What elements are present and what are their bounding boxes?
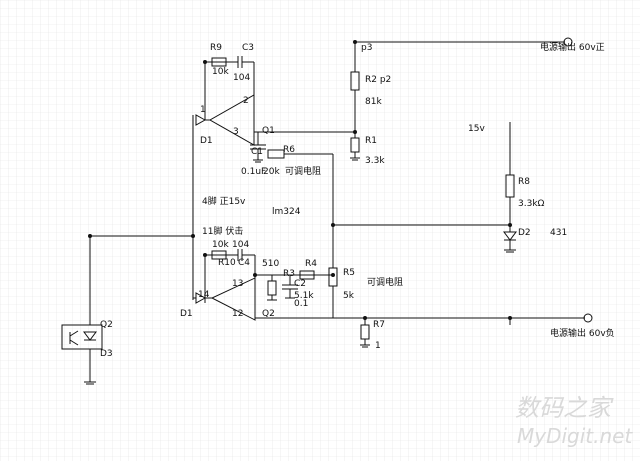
label-pin12: 12 <box>232 309 243 319</box>
label-r8-value: 3.3kΩ <box>518 199 545 209</box>
label-c3-value: 104 <box>233 73 250 83</box>
junctions <box>88 40 512 320</box>
label-r7: R7 <box>373 320 385 330</box>
label-c4-value: 104 <box>232 240 249 250</box>
label-out-negative: 电源输出 60v负 <box>550 327 615 339</box>
label-r2: R2 p2 <box>365 75 391 85</box>
label-out-positive: 电源输出 60v正 <box>540 41 605 53</box>
label-r9: R9 <box>210 43 222 53</box>
label-r4: R4 <box>305 259 317 269</box>
label-q2-opamp: Q2 <box>262 309 275 319</box>
label-r3: R3 <box>283 269 295 279</box>
label-431: 431 <box>550 228 567 238</box>
watermark-cn: 数码之家 <box>515 394 614 422</box>
label-r8: R8 <box>518 177 530 187</box>
label-d3: D3 <box>100 349 113 359</box>
label-p3: p3 <box>361 43 372 53</box>
label-r3-value: 5.1k <box>294 291 314 301</box>
label-r9-value: 10k <box>212 67 229 77</box>
label-c2: C2 <box>294 279 306 289</box>
label-r6: R6 <box>283 145 295 155</box>
label-c3: C3 <box>242 43 254 53</box>
label-pin4: 4脚 正15v <box>202 196 246 207</box>
label-r10-value: 10k <box>212 240 229 250</box>
watermark-en: MyDigit.net <box>517 424 633 448</box>
label-r2-value: 81k <box>365 97 382 107</box>
label-15v: 15v <box>468 124 485 134</box>
label-r1: R1 <box>365 136 377 146</box>
label-adjustable-1: 可调电阻 <box>285 165 321 177</box>
label-adjustable-2: 可调电阻 <box>367 276 403 288</box>
label-r10: R10 <box>218 258 236 268</box>
label-q1: Q1 <box>262 126 275 136</box>
label-r1-value: 3.3k <box>365 156 385 166</box>
terminal-negative <box>583 313 593 323</box>
label-pin3: 3 <box>233 127 239 137</box>
label-pin11: 11脚 伏击 <box>202 225 243 237</box>
label-q2-opto: Q2 <box>100 320 113 330</box>
label-pin1: 1 <box>200 105 206 115</box>
label-c1: C1 <box>251 147 263 157</box>
label-d1-bottom: D1 <box>180 309 193 319</box>
label-r5: R5 <box>343 268 355 278</box>
label-pin2: 2 <box>243 96 249 106</box>
terminal-positive <box>563 37 573 47</box>
label-c1-value: 0.1uF <box>241 167 266 177</box>
label-pin13: 13 <box>232 279 243 289</box>
label-r5-value: 5k <box>343 291 355 301</box>
label-pin14: 14 <box>198 290 210 300</box>
label-c4: C4 <box>238 258 250 268</box>
label-d2: D2 <box>518 228 531 238</box>
label-d1-top: D1 <box>200 136 213 146</box>
label-c2-value: 0.1 <box>294 299 308 309</box>
label-510: 510 <box>262 259 279 269</box>
wires <box>61 41 585 385</box>
label-ic: lm324 <box>272 207 301 217</box>
label-r7-value: 1 <box>375 341 381 351</box>
label-r6-value: 20k <box>263 167 280 177</box>
